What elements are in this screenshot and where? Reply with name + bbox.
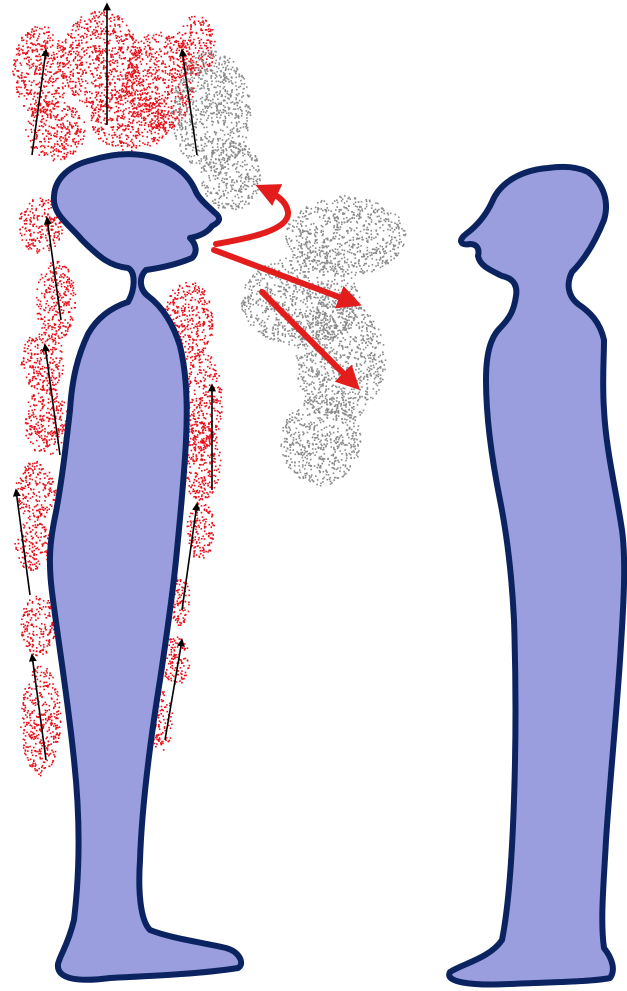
exhaled-air-cloud — [171, 50, 406, 486]
source-person-silhouette — [50, 154, 241, 980]
plume-arrow — [16, 490, 30, 595]
plume-arrow — [32, 655, 46, 760]
receiving-person-silhouette — [449, 167, 624, 985]
plume-arrow — [182, 504, 197, 610]
plume-arrow — [45, 345, 60, 455]
